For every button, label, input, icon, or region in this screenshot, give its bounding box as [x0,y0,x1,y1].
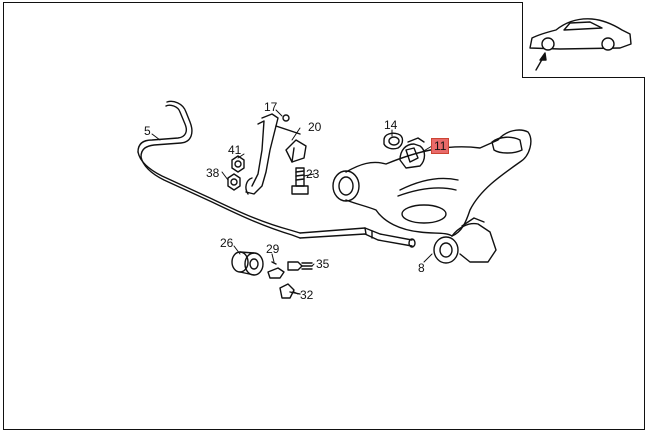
location-arrow-icon [535,52,547,71]
clamp-11 [399,137,426,169]
vehicle-locator-inset [522,2,645,78]
part-label-23: 23 [306,167,320,181]
part-label-41: 41 [228,143,242,157]
bolt-23 [291,167,309,195]
part-label-38: 38 [206,166,220,180]
part-label-29: 29 [266,242,280,256]
part-label-32: 32 [300,288,314,302]
leader-lines [151,109,433,295]
stabilizer-bar [137,100,416,248]
nut-38 [227,173,241,191]
control-arm [332,129,532,264]
part-label-26: 26 [220,236,234,250]
part-label-17: 17 [264,100,278,114]
car-outline-icon [529,18,632,51]
part-label-35: 35 [316,257,330,271]
part-label-5: 5 [144,124,151,138]
part-label-8: 8 [418,261,425,275]
support-bracket [245,113,307,195]
part-label-20: 20 [308,120,322,134]
nut-41 [231,155,245,173]
part-label-11-highlighted[interactable]: 11 [431,138,450,154]
clip-29 [267,261,285,279]
bushing-14 [383,132,404,150]
part-label-14: 14 [384,118,398,132]
bolt-35 [287,261,313,271]
bolt-32 [279,283,301,299]
bushing-26 [231,251,264,276]
